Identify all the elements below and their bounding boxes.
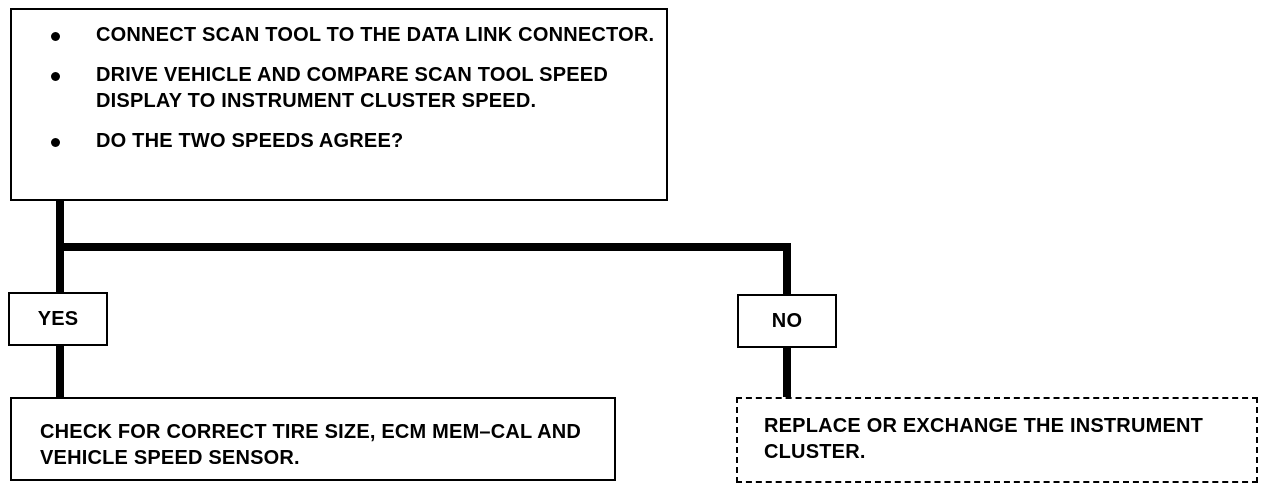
step-item: CONNECT SCAN TOOL TO THE DATA LINK CONNE… — [12, 22, 666, 48]
no-result-text: REPLACE OR EXCHANGE THE INSTRUMENT CLUST… — [764, 415, 1204, 463]
connector-no-result-down — [783, 346, 791, 398]
no-label: NO — [771, 310, 803, 332]
connector-yes-down — [56, 344, 64, 400]
connector-horizontal — [56, 243, 791, 251]
bullet-icon — [51, 32, 60, 41]
no-label-box: NO — [737, 294, 837, 348]
yes-result-text: CHECK FOR CORRECT TIRE SIZE, ECM MEM–CAL… — [40, 421, 582, 469]
bullet-icon — [51, 138, 60, 147]
step-item: DRIVE VEHICLE AND COMPARE SCAN TOOL SPEE… — [12, 62, 666, 114]
yes-label-box: YES — [8, 292, 108, 346]
bullet-icon — [51, 72, 60, 81]
step-text: CONNECT SCAN TOOL TO THE DATA LINK CONNE… — [96, 24, 655, 46]
yes-label: YES — [37, 308, 79, 330]
step-list: CONNECT SCAN TOOL TO THE DATA LINK CONNE… — [12, 22, 666, 154]
step-text: DO THE TWO SPEEDS AGREE? — [96, 130, 404, 152]
step-item: DO THE TWO SPEEDS AGREE? — [12, 128, 666, 154]
start-step-box: CONNECT SCAN TOOL TO THE DATA LINK CONNE… — [10, 8, 668, 201]
connector-no-down — [783, 243, 791, 295]
yes-result-box: CHECK FOR CORRECT TIRE SIZE, ECM MEM–CAL… — [10, 397, 616, 481]
no-result-box: REPLACE OR EXCHANGE THE INSTRUMENT CLUST… — [736, 397, 1258, 483]
step-text: DRIVE VEHICLE AND COMPARE SCAN TOOL SPEE… — [96, 64, 608, 112]
